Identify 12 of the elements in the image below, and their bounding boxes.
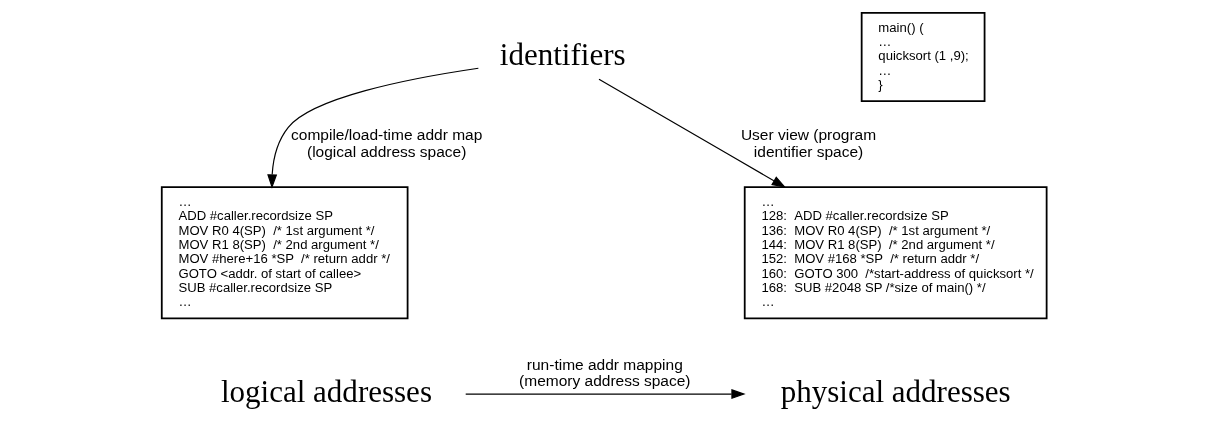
node-text: logical addresses	[220, 373, 432, 409]
node-box: … ADD #caller.recordsize SP MOV R0 4(SP) /* 1st argument */ MOV R1 8(SP) /* 2nd argument */ MOV #here+16 *SP /* return addr */ GOTO <addr. of start of callee> SUB #caller.recordsize SP …	[160, 186, 408, 320]
node-box: main() ( … quicksort (1 ,9); … }	[860, 11, 985, 103]
node-box: … 128: ADD #caller.recordsize SP 136: MOV R0 4(SP) /* 1st argument */ 144: MOV R1 8(SP) /* 2nd argument */ 152: MOV #168 *SP /* return addr */ 160: GOTO 300 /*start-address of quicksort */ 168: SUB #2048 SP /*size of main() */ …	[743, 186, 1048, 320]
edge-label: compile/load-time addr map (logical address space)	[290, 125, 482, 160]
arrow	[464, 389, 746, 400]
edge-label: User view (program identifier space)	[740, 125, 876, 160]
arrow	[266, 67, 479, 189]
node-text: physical addresses	[780, 373, 1011, 409]
node-text: identifiers	[499, 36, 626, 72]
arrow	[597, 78, 786, 188]
edge-label: run-time addr mapping (memory address space)	[518, 355, 691, 390]
